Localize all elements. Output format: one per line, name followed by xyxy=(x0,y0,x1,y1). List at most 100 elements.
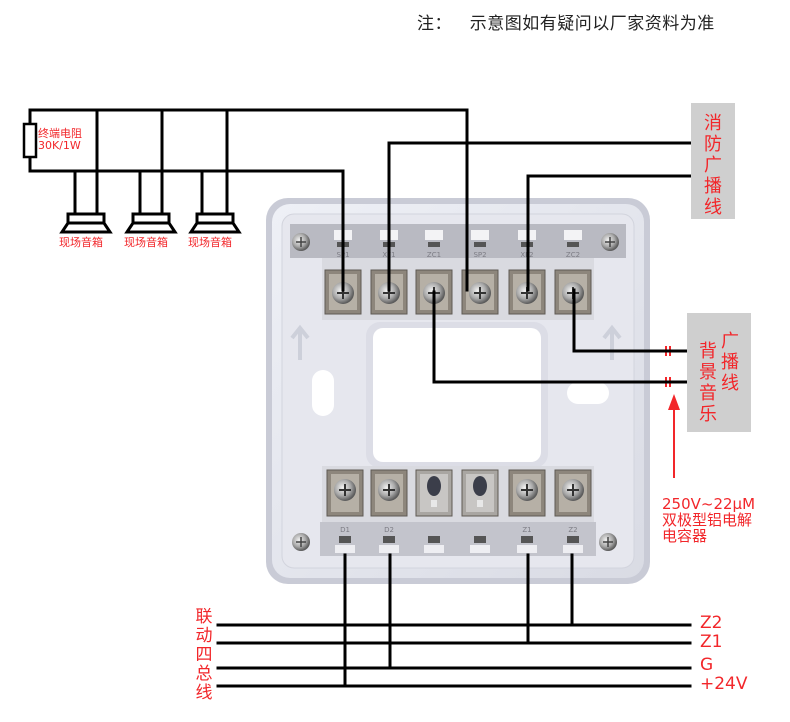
resistor-label-name: 终端电阻 xyxy=(38,127,82,140)
center-window xyxy=(373,328,541,462)
label-char: 防 xyxy=(704,134,722,155)
up-arrow-right-icon xyxy=(602,324,622,360)
label-char: 景 xyxy=(699,362,717,383)
terminal-pin xyxy=(477,500,483,507)
label-char: 广 xyxy=(721,331,739,352)
terminal-label: ZC2 xyxy=(566,251,580,259)
wires xyxy=(28,108,692,688)
bus-label-z2: Z2 xyxy=(700,613,723,633)
terminal-pin xyxy=(431,500,437,507)
disclaimer-note: 注： 示意图如有疑问以厂家资料为准 xyxy=(417,9,715,34)
wire-zc2 xyxy=(572,288,688,353)
terminal-tab xyxy=(471,230,489,240)
terminal-tab xyxy=(517,545,537,553)
screw-slot xyxy=(383,484,395,496)
wire-xf1 xyxy=(387,141,692,292)
terminal-tab xyxy=(564,230,582,240)
mount-slot-left xyxy=(312,370,334,416)
label-char: 播 xyxy=(704,176,722,197)
capacitor-spec: 250V~22μM xyxy=(662,495,756,513)
wire-zc1 xyxy=(432,290,688,384)
wire-xf2 xyxy=(526,174,692,292)
bottom-terminal: D2 xyxy=(370,469,408,553)
bottom-terminal-row: D1 D2 Z1 Z2 xyxy=(326,469,592,553)
terminal-slot xyxy=(567,536,579,543)
bottom-terminal: D1 xyxy=(326,469,364,553)
bottom-terminal: Z1 xyxy=(508,469,546,553)
resistor-label: 终端电阻 30K/1W xyxy=(38,128,82,152)
speaker-label: 现场音箱 xyxy=(188,236,232,249)
terminal-slot xyxy=(383,536,395,543)
label-char: 消 xyxy=(704,113,722,134)
module-base-plate xyxy=(266,198,650,584)
terminal-slot xyxy=(567,242,579,247)
terminal-slot xyxy=(428,536,440,543)
screw-slot xyxy=(521,484,533,496)
terminal-slot xyxy=(474,242,486,247)
resistor-label-spec: 30K/1W xyxy=(38,139,81,152)
screw-slot xyxy=(339,484,351,496)
speaker-icon xyxy=(188,212,242,234)
speaker-icon xyxy=(59,212,113,234)
top-terminal-housing xyxy=(322,258,594,320)
speaker-label: 现场音箱 xyxy=(124,236,168,249)
label-char: 播 xyxy=(721,352,739,373)
label-char: 线 xyxy=(704,197,722,218)
top-terminal: SP2 xyxy=(461,230,499,315)
bottom-terminal: Z2 xyxy=(554,469,592,553)
fire-broadcast-label: 消 防 广 播 线 xyxy=(691,103,735,218)
terminal-slot xyxy=(339,536,351,543)
bus-label-z1: Z1 xyxy=(700,632,723,652)
speakers xyxy=(59,212,242,234)
terminal-label: ZC1 xyxy=(427,251,441,259)
terminal-tab xyxy=(379,545,399,553)
empty-terminal-hole xyxy=(427,476,441,496)
capacitor-label: 250V~22μM 双极型铝电解 电容器 xyxy=(662,496,755,544)
label-char: 线 xyxy=(721,373,739,394)
resistor-icon xyxy=(22,122,38,159)
note-text: 示意图如有疑问以厂家资料为准 xyxy=(469,14,715,34)
terminal-label: Z1 xyxy=(522,526,531,534)
screw-slot xyxy=(474,287,486,299)
label-char: 背 xyxy=(699,341,717,362)
up-arrow-left-icon xyxy=(290,324,310,360)
label-char: 乐 xyxy=(699,404,717,425)
terminal-slot xyxy=(428,242,440,247)
capacitor-type: 双极型铝电解 xyxy=(662,511,753,529)
background-music-line-box: 背 景 音 乐 广 播 线 xyxy=(687,313,751,432)
bus-label-24v: +24V xyxy=(700,674,748,694)
bottom-terminal xyxy=(461,469,499,553)
corner-screw-top-right xyxy=(601,233,619,251)
terminal-tab xyxy=(470,545,490,553)
bottom-terminal-housing xyxy=(322,466,594,522)
label-char: 联 xyxy=(195,607,213,627)
terminal-tab xyxy=(335,545,355,553)
bottom-terminal-strip xyxy=(320,522,596,556)
fire-broadcast-line-box: 消 防 广 播 线 xyxy=(691,103,735,219)
terminal-label: Z2 xyxy=(568,526,577,534)
corner-screw-bottom-left xyxy=(292,533,310,551)
speaker-icon xyxy=(124,212,178,234)
capacitor-pointer-arrow-icon xyxy=(668,394,680,478)
label-char: 广 xyxy=(704,155,722,176)
terminal-label: D2 xyxy=(384,526,394,534)
label-char: 动 xyxy=(195,626,213,646)
mount-slot-right xyxy=(567,382,609,404)
background-music-label: 背 景 音 乐 xyxy=(697,341,719,425)
terminal-tab xyxy=(563,545,583,553)
wire-sp2 xyxy=(28,108,469,292)
corner-screw-bottom-right xyxy=(599,533,617,551)
corner-screw-top-left xyxy=(292,233,310,251)
capacitor-type-cont: 电容器 xyxy=(662,527,708,545)
label-char: 线 xyxy=(195,683,213,703)
label-char: 总 xyxy=(195,664,213,684)
label-char: 音 xyxy=(699,383,717,404)
note-prefix: 注： xyxy=(417,14,452,34)
speaker-label: 现场音箱 xyxy=(59,236,103,249)
broadcast-line-label: 广 播 线 xyxy=(719,331,741,394)
empty-terminal-hole xyxy=(473,476,487,496)
bus-label-g: G xyxy=(700,655,714,675)
terminal-tab xyxy=(425,230,443,240)
terminal-label: D1 xyxy=(340,526,350,534)
